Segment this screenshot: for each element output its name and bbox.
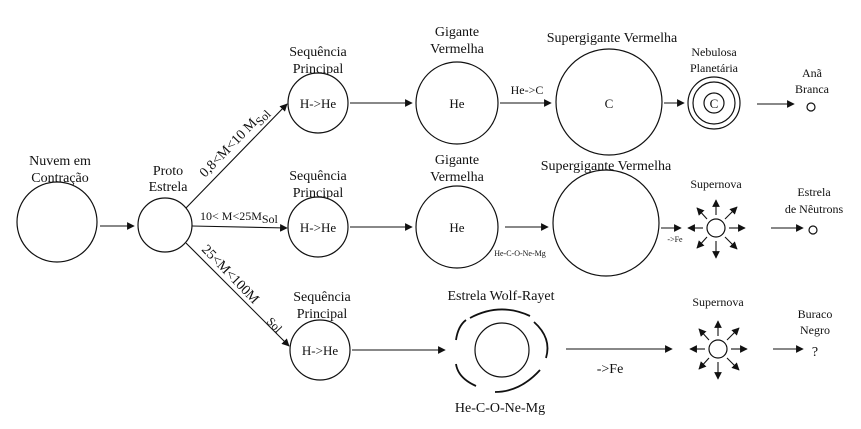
top-supergiant-inner: C [605,96,614,111]
wolf-rayet-sub: He-C-O-Ne-Mg [455,401,545,416]
nebula-label-1: Nebulosa [691,45,737,59]
top-red-supergiant [555,48,663,156]
planetary-nebula-core [703,92,725,114]
mid-seq-label-1: Sequência [289,169,347,184]
mid-giant-sub: He-C-O-Ne-Mg [494,249,546,258]
top-seq-label-2: Principal [293,62,344,77]
bot-seq-label-1: Sequência [293,290,351,305]
arrow-proto-to-bot [185,242,290,347]
white-dwarf [806,102,816,112]
bot-supernova-core [708,339,728,359]
bot-supernova-label: Supernova [692,295,744,309]
top-giant-label-1: Gigante [435,25,479,40]
mid-giant-inner: He [449,220,464,235]
mass-range-bot-sub: Sol [264,314,286,336]
white-dwarf-label-1: Anã [802,66,823,80]
mid-supernova-label: Supernova [690,177,742,191]
mid-supernova-core [706,218,726,238]
bot-seq-label-2: Principal [297,307,348,322]
arrow-proto-to-mid [191,224,288,232]
mid-to-fe: ->Fe [667,235,683,244]
neutron-star-label-2: de Nêutrons [785,202,844,216]
mass-range-top: 0,8<M<10 MSol [197,104,274,183]
black-hole-label-1: Buraco [798,307,833,321]
top-transition-label: He->C [511,83,544,97]
cloud-label-1: Nuvem em [29,154,91,169]
top-seq-label-1: Sequência [289,45,347,60]
contracting-cloud [16,181,98,263]
proto-label-1: Proto [153,164,183,179]
mid-main-sequence [287,196,349,258]
neutron-star-label-1: Estrela [797,185,831,199]
mid-red-supergiant [552,169,660,277]
white-dwarf-label-2: Branca [795,82,830,96]
mass-range-bot: 25<M<100M [198,242,262,307]
nebula-label-2: Planetária [690,61,739,75]
wolf-rayet-star [474,322,530,378]
proto-label-2: Estrela [149,180,189,195]
mid-seq-inner: H->He [300,220,336,235]
cloud-label-2: Contração [31,171,89,186]
top-seq-inner: H->He [300,96,336,111]
top-giant-label-2: Vermelha [430,42,484,57]
black-hole-label-2: Negro [800,323,830,337]
bot-to-fe: ->Fe [597,362,624,377]
mid-supergiant-label: Supergigante Vermelha [541,159,672,174]
nebula-inner: C [710,96,719,111]
neutron-star [808,225,818,235]
top-giant-inner: He [449,96,464,111]
mid-seq-label-2: Principal [293,186,344,201]
bot-supernova-rays [689,320,748,380]
bot-seq-inner: H->He [302,343,338,358]
mid-giant-label-1: Gigante [435,153,479,168]
black-hole-question: ? [812,345,818,360]
proto-star [137,197,193,253]
wolf-rayet-shell [455,308,549,393]
wolf-rayet-label: Estrela Wolf-Rayet [447,289,554,304]
top-main-sequence [287,72,349,134]
mid-giant-label-2: Vermelha [430,170,484,185]
top-red-giant [415,61,499,145]
top-supergiant-label: Supergigante Vermelha [547,31,678,46]
bot-main-sequence [289,319,351,381]
arrow-proto-to-top [185,103,288,209]
mid-supernova-rays [687,199,746,259]
mass-range-mid: 10< M<25MSol [200,209,279,226]
mid-red-giant [415,185,499,269]
